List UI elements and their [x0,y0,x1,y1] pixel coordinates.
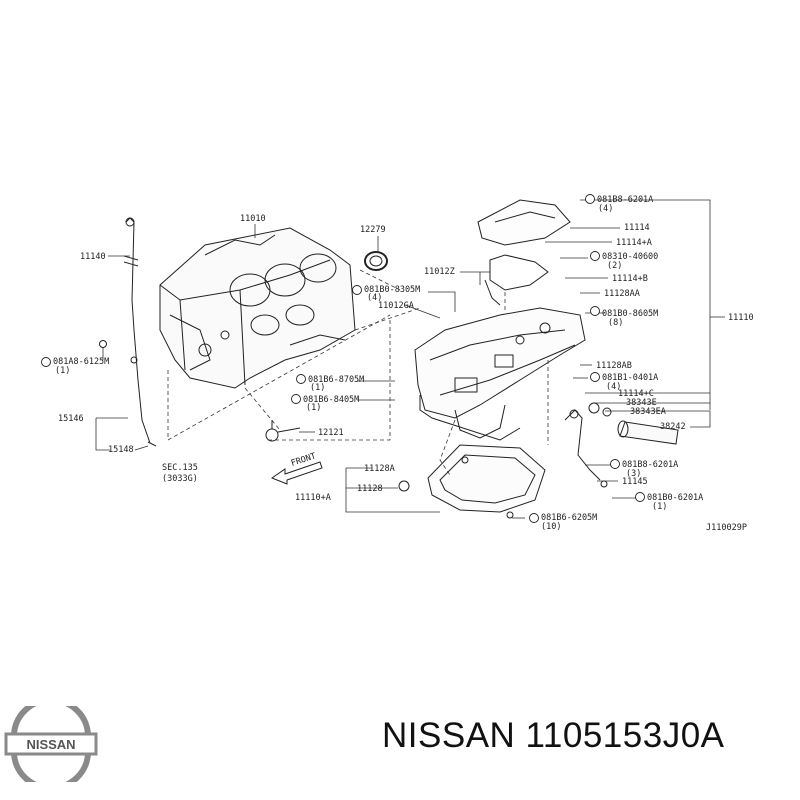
label-12279: 12279 [360,225,386,235]
label-38343e: 38343E [626,398,657,408]
lower-oil-pan [398,444,546,519]
dashed-lines [167,269,549,476]
front-arrow [270,461,323,485]
bolt-081b6-8705m: 081B6-8705M [308,375,364,385]
bolt-081b0-8305m: 081B0-8305M [364,285,420,295]
engine-block [159,227,356,389]
label-11110: 11110 [728,313,754,323]
part-title: NISSAN 1105153J0A [382,716,725,755]
circle-markers [41,194,645,523]
bolt-081b0-8605m: 081B0-8605M [602,309,658,319]
logo-text: NISSAN [26,737,75,752]
bolt-081b8-6201a: 081B8-6201A [597,195,653,205]
sec-135-sub: (3033G) [162,474,198,484]
bolt-081b6-8405m-qty: (1) [306,403,321,413]
label-11012: 11012Z [424,267,455,277]
oil-seal [364,251,388,271]
diagram-code: J110029P [706,523,747,533]
label-11114b: 11114+B [612,274,648,284]
bolt-081a8-6125m-qty: (1) [55,366,70,376]
leader-lines [95,199,725,519]
label-11114: 11114 [624,223,650,233]
bolt-08310-40600-qty: (2) [607,261,622,271]
bolt-081b6-8705m-qty: (1) [310,383,325,393]
bolt-08310-40600: 08310-40600 [602,252,658,262]
label-12121: 12121 [318,428,344,438]
label-11128aa: 11128AA [604,289,640,299]
bolt-081b1-0401a-qty: (4) [606,382,621,392]
label-11110a: 11110+A [295,493,331,503]
label-11145: 11145 [622,477,648,487]
bolt-081b0-6201a: 081B0-6201A [647,493,703,503]
sensor-12121 [265,420,301,442]
nissan-logo: NISSAN [4,697,98,791]
label-15146: 15146 [58,414,84,424]
label-11114a: 11114+A [616,238,652,248]
bracket-11145 [564,409,608,488]
label-38242: 38242 [660,422,686,432]
label-11012ga: 11012GA [378,301,414,311]
dipstick [99,217,157,447]
bolt-081b1-0401a: 081B1-0401A [602,373,658,383]
label-15148: 15148 [108,445,134,455]
label-38343ea: 38343EA [630,407,666,417]
label-11140: 11140 [80,252,106,262]
strainer-pipe [588,402,679,445]
bolt-081b0-6201a-qty: (1) [652,502,667,512]
bolt-081b0-8605m-qty: (8) [608,318,623,328]
label-11128: 11128 [357,484,383,494]
label-11128ab: 11128AB [596,361,632,371]
label-11128a: 11128A [364,464,395,474]
sec-135: SEC.135 [162,463,198,473]
bolt-081b8-6201a-b: 081B8-6201A [622,460,678,470]
bolt-081b0-8305m-qty: (4) [367,293,382,303]
bolt-081b6-8405m: 081B6-8405M [303,395,359,405]
bolt-081b8-6201a-b-qty: (3) [626,469,641,479]
bolt-081a8-6125m: 081A8-6125M [53,357,109,367]
upper-oil-pan [414,307,586,441]
bolt-081b6-6205m-qty: (10) [541,522,561,532]
label-11114c: 11114+C [618,389,654,399]
bolt-081b8-6201a-qty: (4) [598,204,613,214]
bolt-081b6-6205m: 081B6-6205M [541,513,597,523]
label-11010: 11010 [240,214,266,224]
baffle-plate [477,199,571,306]
